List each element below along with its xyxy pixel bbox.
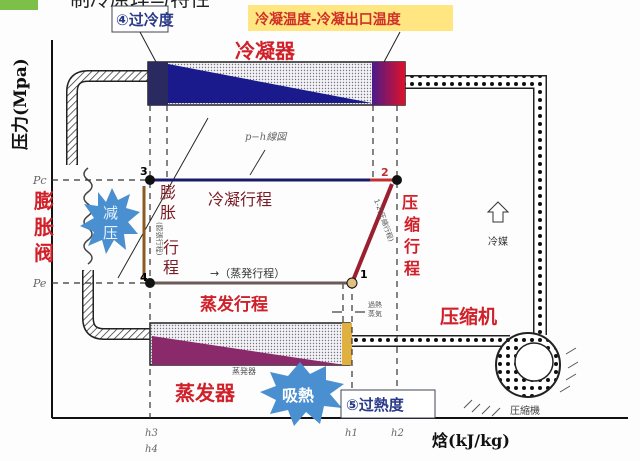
pc-label: Pc — [32, 174, 47, 187]
expansion-spring — [83, 167, 93, 265]
expansion-process-char: 胀 — [160, 203, 176, 222]
evaporator — [149, 322, 352, 366]
expansion-valve-char: 膨 — [33, 189, 54, 213]
subcooling-pointer — [139, 31, 157, 63]
point-3: 3 — [140, 165, 148, 178]
pressure-drop-char: 减 — [103, 204, 118, 222]
evaporating-process-label: 蒸发行程 — [200, 294, 268, 315]
h4-label: h4 — [145, 444, 158, 455]
refrigerant-label: 冷媒 — [488, 235, 508, 248]
liquid-pipe-outline — [66, 70, 148, 165]
liquid-pipe — [67, 71, 148, 165]
compressor-symbol — [463, 332, 579, 417]
guide-lines — [52, 105, 398, 418]
compression-process-char: 行 — [403, 237, 420, 256]
condense-temp-label: 冷凝温度-冷凝出口温度 — [255, 11, 402, 28]
expansion-jp-label: (膨張行程) — [155, 222, 164, 256]
superheat-callout — [340, 389, 436, 419]
expansion-process-char: 程 — [163, 258, 179, 277]
superheat-vapor-label: 蒸気 — [368, 309, 382, 318]
point-2: 2 — [381, 166, 389, 179]
discharge-pipe — [405, 76, 546, 335]
evaporating-jp-label: →（蒸発行程） — [210, 266, 285, 280]
heat-absorb-burst — [260, 362, 344, 426]
compressor-label: 压缩机 — [440, 305, 497, 328]
condense-temp-callout — [248, 5, 453, 31]
pressure-drop-burst — [80, 188, 140, 254]
superheat-vapor-label: 過熱 — [368, 300, 382, 309]
header-accent — [0, 0, 38, 10]
expansion-process-char: 行 — [163, 238, 179, 257]
compressor-small-label: 圧縮機 — [510, 404, 540, 417]
heat-absorb-label: 吸熱 — [282, 386, 314, 405]
compression-process-char: 缩 — [404, 215, 420, 234]
point-4: 4 — [140, 271, 148, 284]
ph-cycle — [142, 175, 402, 289]
h2-label: h2 — [391, 428, 404, 439]
discharge-pipe-outline — [405, 75, 547, 335]
x-axis-label: 焓(kJ/kg) — [432, 431, 510, 450]
subcooling-label: ④过冷度 — [116, 11, 175, 29]
pointer-line — [117, 117, 209, 279]
compression-process-char: 压 — [402, 193, 418, 212]
ph-diagram-label: p−h線図 — [245, 131, 288, 143]
evap-inlet-pipe — [83, 270, 150, 339]
condenser-label: 冷凝器 — [235, 39, 296, 63]
h1-label: h1 — [345, 428, 358, 439]
expansion-valve-char: 胀 — [34, 215, 54, 239]
expansion-process-char: 膨 — [160, 183, 176, 202]
condensing-process-label: 冷凝行程 — [208, 190, 272, 209]
superheat-label: ⑤过熱度 — [346, 396, 405, 414]
evaporator-small-label: 蒸発器 — [232, 366, 256, 376]
pressure-drop-char: 压 — [103, 224, 118, 242]
compression-process-char: 程 — [404, 259, 420, 278]
evaporator-label: 蒸发器 — [175, 381, 236, 405]
y-axis-label: 压力(Mpa) — [10, 58, 31, 150]
pe-label: Pe — [32, 277, 47, 290]
ph-pointer — [249, 149, 266, 176]
condenser — [147, 61, 406, 106]
flow-up-arrow-icon — [486, 201, 510, 223]
condense-temp-pointer — [383, 31, 401, 63]
expansion-valve-char: 阀 — [34, 241, 54, 265]
point-1: 1 — [360, 268, 368, 281]
h3-label: h3 — [145, 428, 158, 439]
